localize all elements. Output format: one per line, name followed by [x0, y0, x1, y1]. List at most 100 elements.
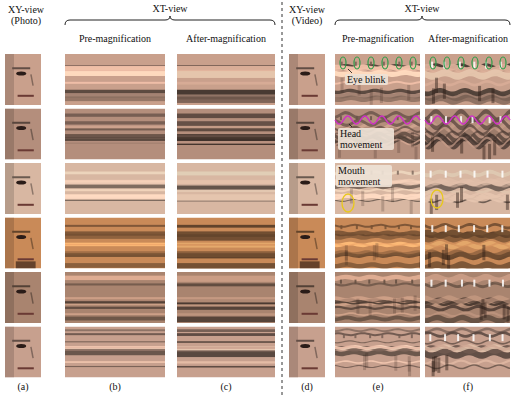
- strip-band: [65, 366, 165, 367]
- face-photo: [289, 54, 325, 105]
- leader-line: [349, 124, 352, 127]
- strip-band: [177, 194, 275, 200]
- blink-mark: [341, 62, 343, 66]
- strip-band: [65, 225, 165, 227]
- skin: [289, 109, 325, 160]
- motion-streak: [506, 307, 509, 322]
- blink-mark: [502, 280, 504, 287]
- strip-band: [65, 90, 165, 93]
- skin: [289, 163, 325, 214]
- xt-strip: [177, 218, 275, 270]
- blink-mark: [431, 225, 433, 232]
- mouth-ellipse: [431, 190, 443, 208]
- blink-mark: [488, 280, 490, 287]
- motion-streak: [411, 132, 414, 147]
- xt-strip: [425, 54, 511, 105]
- motion-streak: [432, 88, 435, 103]
- blink-mark: [340, 225, 342, 229]
- blink-ellipse: [354, 57, 360, 69]
- eye: [16, 289, 26, 293]
- column-heading: Pre-magnification: [342, 33, 414, 44]
- strip-ground: [335, 163, 420, 214]
- face-photo: [289, 218, 325, 269]
- eyebrow: [12, 122, 30, 124]
- motion-streak: [478, 86, 481, 101]
- motion-streak: [397, 138, 400, 153]
- strip-band: [65, 313, 165, 315]
- strip-band: [65, 97, 165, 102]
- strip-band: [177, 313, 275, 315]
- strip-band: [65, 307, 165, 309]
- strip-band: [65, 234, 165, 239]
- strip-band: [65, 141, 165, 143]
- blink-mark: [473, 62, 475, 69]
- motion-streak: [393, 298, 396, 313]
- strip-band: [335, 282, 421, 286]
- xt-strip: [65, 327, 165, 378]
- motion-streak: [407, 85, 410, 100]
- strip-band: [65, 114, 165, 117]
- strip-band: [425, 261, 511, 271]
- strip-band: [177, 82, 275, 85]
- nose: [315, 183, 317, 194]
- skin: [289, 272, 325, 323]
- blink-mark: [487, 171, 489, 178]
- blink-mark: [411, 334, 413, 338]
- strip-band: [177, 361, 275, 363]
- strip-ground: [335, 54, 420, 105]
- blink-mark: [385, 225, 387, 229]
- strip-band: [65, 180, 165, 184]
- eyebrow: [296, 122, 314, 124]
- nose: [31, 238, 33, 249]
- skin: [5, 327, 41, 378]
- shade: [5, 109, 14, 160]
- motion-streak: [456, 192, 459, 207]
- motion-streak: [375, 243, 378, 258]
- strip-band: [177, 283, 275, 286]
- blink-mark: [383, 62, 385, 66]
- xt-strip: [425, 218, 511, 272]
- panel-letter: (a): [17, 381, 28, 392]
- annotation-label: Head movement: [338, 128, 394, 150]
- blink-mark: [368, 280, 370, 284]
- motion-streak: [482, 146, 485, 161]
- strip-band: [65, 200, 165, 201]
- eyebrow: [296, 340, 314, 342]
- strip-band: [425, 295, 511, 304]
- xt-strip: [425, 109, 511, 161]
- eyebrow: [12, 176, 30, 178]
- strip-band: [335, 306, 421, 310]
- motion-streak: [341, 78, 344, 93]
- motion-streak: [391, 187, 394, 202]
- strip-band: [425, 170, 511, 178]
- blink-mark: [370, 116, 372, 120]
- blink-mark: [370, 62, 372, 66]
- strip-band: [65, 303, 165, 306]
- blink-mark: [371, 225, 373, 229]
- strip-band: [65, 351, 165, 356]
- face-photo: [289, 163, 325, 214]
- strip-band: [335, 262, 421, 269]
- strip-band: [177, 329, 275, 332]
- strip-band: [177, 346, 275, 349]
- strip-band: [65, 82, 165, 84]
- strip-band: [177, 341, 275, 343]
- strip-band: [177, 244, 275, 246]
- strip-band: [65, 121, 165, 124]
- blink-mark: [457, 334, 459, 341]
- blink-mark: [473, 334, 475, 341]
- strip-band: [177, 251, 275, 257]
- eyebrow: [296, 176, 314, 178]
- strip-band: [425, 282, 511, 289]
- xt-strip: [335, 54, 421, 105]
- xt-strip: [65, 272, 165, 323]
- blink-ellipse: [486, 57, 492, 69]
- annotation-label: Eye blink: [345, 74, 388, 85]
- xt-strip: [177, 327, 275, 378]
- column-heading: Pre-magnification: [79, 33, 151, 44]
- xt-strip: [65, 109, 165, 160]
- blink-mark: [430, 171, 432, 178]
- face-photo: [289, 272, 325, 323]
- strip-band: [177, 234, 275, 240]
- mouth: [18, 95, 34, 97]
